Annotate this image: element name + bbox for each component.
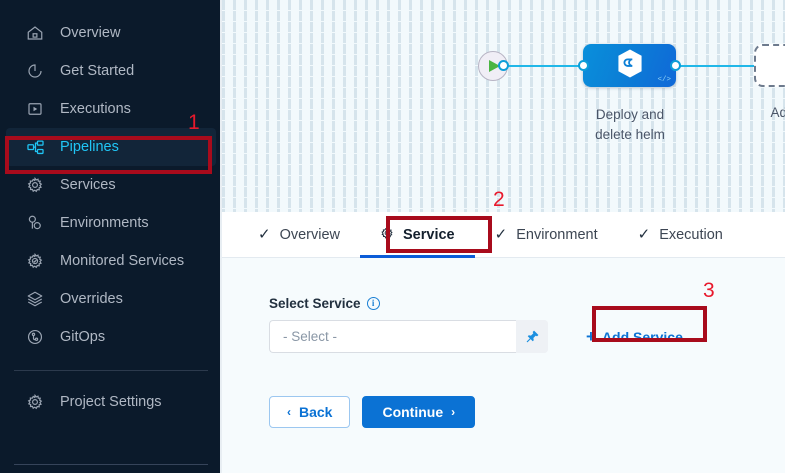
stage-label-line1: Deploy and: [595, 107, 665, 122]
sidebar-bottom-divider: [14, 464, 208, 465]
sidebar-item-label: Monitored Services: [60, 253, 185, 269]
tab-label: Environment: [516, 226, 598, 243]
pin-icon[interactable]: [516, 320, 548, 353]
back-button[interactable]: ‹ Back: [269, 396, 351, 428]
sidebar-item-label: Project Settings: [60, 394, 162, 410]
pipeline-canvas[interactable]: </> Deploy and delete helm Add Stage: [222, 0, 785, 212]
wire-start-to-stage: [503, 65, 585, 67]
home-icon: [24, 23, 46, 43]
check-icon: ✓: [637, 226, 651, 243]
check-icon: ✓: [494, 226, 508, 243]
sidebar-item-label: Services: [60, 177, 116, 193]
sidebar-item-label: Overrides: [60, 291, 123, 307]
sidebar-item-get-started[interactable]: Get Started: [6, 52, 216, 90]
overrides-layers-icon: [24, 289, 46, 309]
stage-code-badge: </>: [657, 76, 671, 84]
get-started-icon: [24, 61, 46, 81]
stage-label-line2: delete helm: [595, 127, 665, 142]
tab-execution[interactable]: ✓ Execution: [618, 212, 743, 257]
select-service-label-row: Select Service i: [269, 296, 785, 311]
continue-button-label: Continue: [382, 404, 444, 420]
add-stage-button[interactable]: [754, 44, 785, 87]
pipelines-icon: [24, 137, 46, 157]
tab-label: Service: [403, 226, 455, 243]
chevron-right-icon: ›: [451, 405, 456, 419]
select-service-input[interactable]: - Select -: [269, 320, 516, 353]
stage-tab-bar: ✓ Overview Service ✓ Environment ✓ Execu…: [222, 212, 785, 258]
select-service-label: Select Service: [269, 296, 361, 311]
sidebar-item-label: Overview: [60, 25, 121, 41]
select-service-control[interactable]: - Select -: [269, 320, 548, 353]
executions-icon: [24, 99, 46, 119]
tab-label: Execution: [659, 226, 723, 243]
gear-icon: [380, 226, 394, 244]
info-icon[interactable]: i: [366, 297, 380, 310]
sidebar-divider: [14, 370, 208, 371]
connector-dot-stage-out[interactable]: [670, 60, 681, 71]
gitops-icon: [24, 327, 46, 347]
harness-hexagon-icon: [616, 48, 643, 83]
sidebar-item-project-settings[interactable]: Project Settings: [6, 383, 216, 421]
form-button-row: ‹ Back Continue ›: [269, 396, 785, 428]
add-service-link[interactable]: + Add Service: [586, 326, 683, 346]
wire-stage-to-add: [674, 65, 756, 67]
canvas-graph: </> Deploy and delete helm Add Stage: [222, 0, 785, 212]
sidebar: Overview Get Started Executions: [0, 0, 222, 473]
settings-gear-icon: [24, 392, 46, 412]
back-button-label: Back: [299, 404, 333, 420]
sidebar-item-label: GitOps: [60, 329, 106, 345]
select-service-row: - Select - + Add Service: [269, 320, 785, 353]
main-content: </> Deploy and delete helm Add Stage: [222, 0, 785, 473]
connector-dot-start[interactable]: [498, 60, 509, 71]
add-service-label: Add Service: [601, 328, 683, 345]
sidebar-item-label: Environments: [60, 215, 149, 231]
services-gear-icon: [24, 175, 46, 195]
stage-node-deploy-and-delete-helm[interactable]: </>: [583, 44, 676, 87]
sidebar-item-monitored-services[interactable]: Monitored Services: [6, 242, 216, 280]
sidebar-item-executions[interactable]: Executions: [6, 90, 216, 128]
check-icon: ✓: [258, 226, 271, 243]
plus-icon: +: [586, 326, 596, 346]
sidebar-item-services[interactable]: Services: [6, 166, 216, 204]
chevron-left-icon: ‹: [287, 405, 291, 419]
add-stage-label: Add Stage: [770, 105, 785, 120]
sidebar-item-label: Get Started: [60, 63, 135, 79]
sidebar-item-pipelines[interactable]: Pipelines: [6, 128, 216, 166]
continue-button[interactable]: Continue ›: [362, 396, 476, 428]
tab-service[interactable]: Service: [360, 212, 475, 258]
tab-environment[interactable]: ✓ Environment: [475, 212, 618, 257]
environments-icon: [24, 213, 46, 233]
sidebar-item-label: Pipelines: [60, 139, 119, 155]
service-form-panel: Select Service i - Select - + Add Servic…: [222, 258, 785, 473]
sidebar-item-overrides[interactable]: Overrides: [6, 280, 216, 318]
play-icon: [489, 60, 500, 72]
connector-dot-stage-in[interactable]: [578, 60, 589, 71]
sidebar-item-label: Executions: [60, 101, 131, 117]
tab-label: Overview: [279, 226, 341, 243]
sidebar-edge: [220, 0, 222, 473]
stage-label: Deploy and delete helm: [560, 105, 700, 145]
sidebar-item-gitops[interactable]: GitOps: [6, 318, 216, 356]
sidebar-item-environments[interactable]: Environments: [6, 204, 216, 242]
sidebar-item-overview[interactable]: Overview: [6, 14, 216, 52]
monitored-services-icon: [24, 251, 46, 271]
tab-overview[interactable]: ✓ Overview: [238, 212, 360, 257]
